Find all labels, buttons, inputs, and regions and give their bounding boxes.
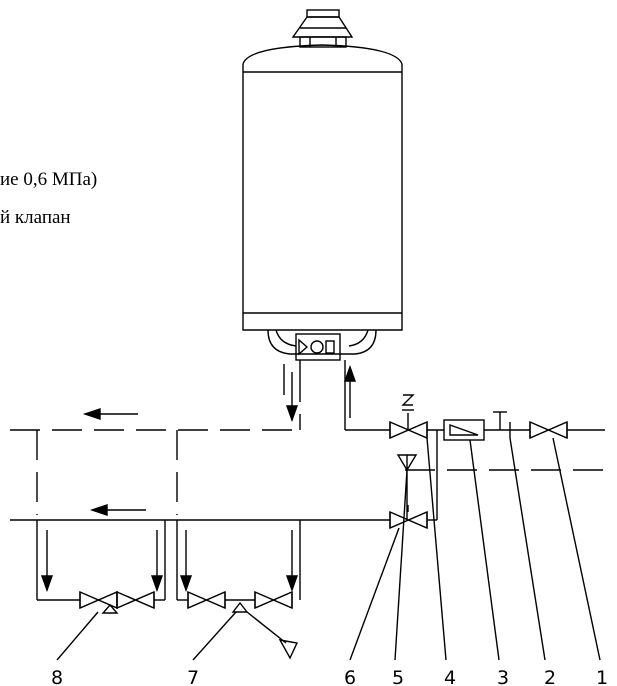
tap-2 — [493, 411, 511, 438]
callout-4: 4 — [444, 667, 456, 686]
callout-7: 7 — [187, 667, 199, 686]
water-heater — [242, 9, 403, 372]
hot-water-line — [10, 372, 610, 515]
heater-top — [242, 44, 403, 65]
drain-5 — [396, 454, 418, 472]
callout-5: 5 — [392, 667, 404, 686]
valve-z-mark-icon — [401, 394, 415, 406]
callout-2: 2 — [544, 667, 556, 686]
valve-4 — [389, 394, 428, 440]
mixer-outlet-8-icon — [101, 603, 119, 614]
flue-cap — [291, 16, 354, 38]
burner-knob — [310, 340, 324, 354]
arrow-left-hot-icon — [82, 408, 101, 420]
regulator-3 — [443, 419, 485, 441]
leader-lines — [56, 437, 601, 661]
flow-arrows-heater — [283, 364, 356, 423]
callout-6: 6 — [344, 667, 356, 686]
arrow-left-cold-icon — [89, 504, 108, 516]
gas-valve-symbol — [298, 338, 309, 356]
callout-1: 1 — [596, 667, 608, 686]
shower-head-icon — [278, 639, 299, 660]
text-fragment-valve: й клапан — [0, 207, 71, 228]
consumer-group-7 — [176, 520, 301, 660]
control-panel — [295, 333, 341, 361]
consumer-group-8 — [36, 520, 166, 614]
text-fragment-pressure: ие 0,6 МПа) — [0, 169, 98, 190]
flue-cap-top — [306, 9, 340, 18]
callout-8: 8 — [51, 667, 63, 686]
arrow-up-cold-icon — [344, 364, 356, 382]
heater-tank — [242, 64, 403, 331]
flue-collar — [299, 36, 347, 48]
callout-3: 3 — [497, 667, 509, 686]
cold-water-line — [10, 372, 605, 521]
arrow-down-hot-icon — [286, 405, 298, 423]
valve-1 — [529, 420, 568, 440]
valve-6 — [389, 505, 428, 530]
control-housing — [267, 329, 377, 355]
mixer-outlet-7-icon — [231, 601, 249, 613]
